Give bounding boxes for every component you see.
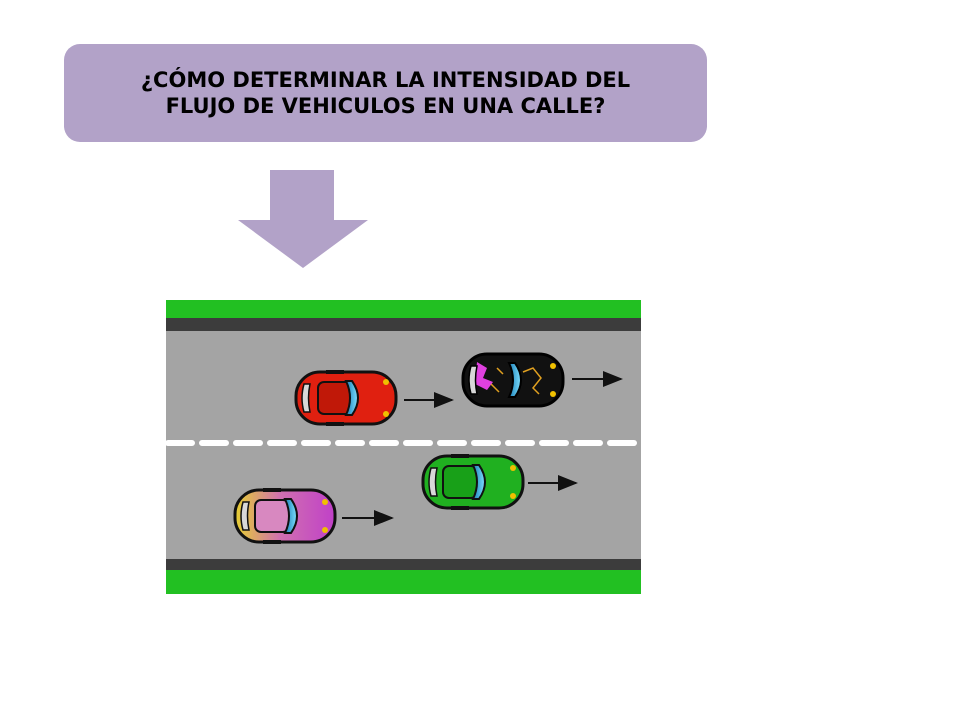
curb-bottom <box>166 559 641 570</box>
down-arrow-icon <box>238 170 368 268</box>
red-car <box>294 370 398 426</box>
grass-bottom <box>166 570 641 594</box>
curb-top <box>166 318 641 331</box>
pink-car <box>233 488 337 544</box>
question-box: ¿CÓMO DETERMINAR LA INTENSIDAD DEL FLUJO… <box>64 44 707 142</box>
question-text: ¿CÓMO DETERMINAR LA INTENSIDAD DEL FLUJO… <box>140 68 631 118</box>
black-car <box>461 352 565 408</box>
road-illustration <box>166 300 641 594</box>
green-car <box>421 454 525 510</box>
grass-top <box>166 300 641 318</box>
